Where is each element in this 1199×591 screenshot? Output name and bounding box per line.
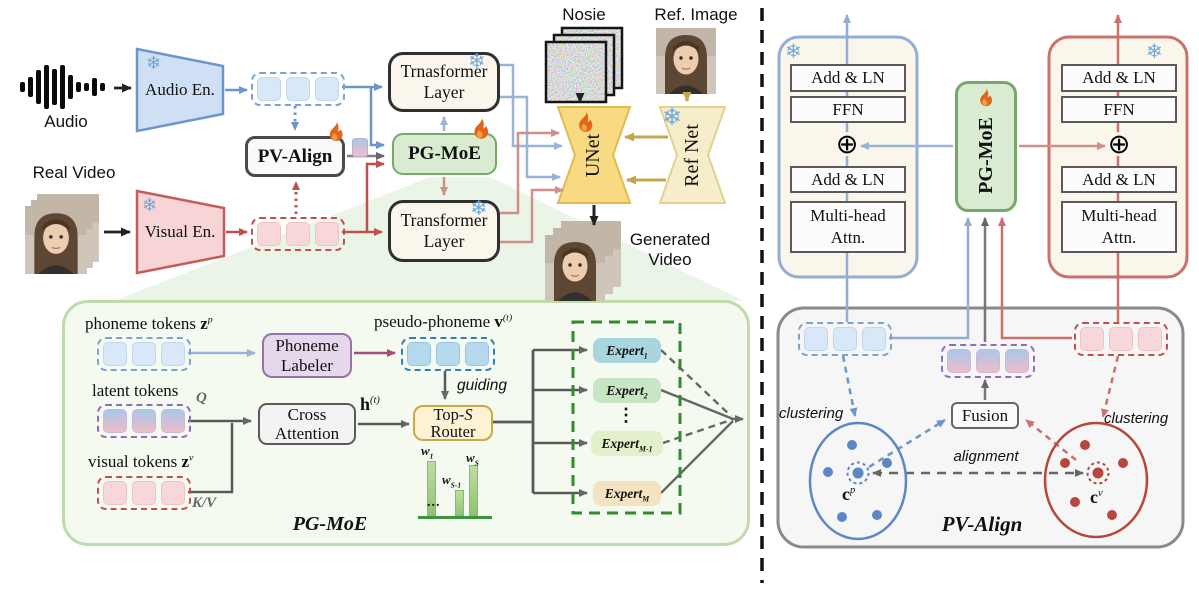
refnet-shape <box>658 106 727 204</box>
noise-image-stack <box>544 26 624 104</box>
generated-video-image-stack <box>544 221 622 301</box>
ref-image-photo <box>656 28 716 94</box>
audio-encoder-shape <box>135 47 225 133</box>
moe-panel-connectors <box>188 320 744 515</box>
unet-shape <box>556 106 632 204</box>
visual-cluster <box>1043 421 1149 539</box>
visual-encoder-shape <box>135 189 226 275</box>
phoneme-cluster <box>808 421 908 541</box>
experts-container <box>571 320 682 515</box>
real-video-image-stack <box>25 194 99 274</box>
left-connectors <box>104 63 692 244</box>
